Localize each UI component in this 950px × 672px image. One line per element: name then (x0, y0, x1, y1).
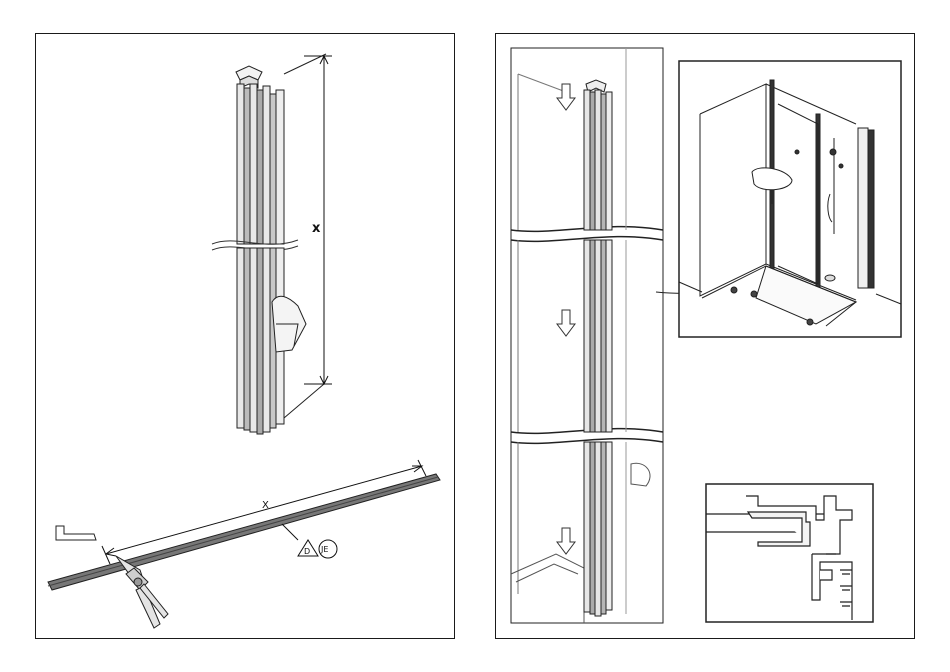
right-panel-drawing (496, 34, 916, 640)
down-arrow-icon (557, 310, 575, 336)
horizontal-dimension (102, 460, 426, 564)
horizontal-profile (48, 474, 440, 590)
callout-circle-label: JE (320, 545, 328, 554)
profile-end-piece (56, 526, 96, 540)
vertical-dimension (304, 56, 332, 384)
shower-cabin-inset (679, 61, 901, 337)
horizontal-dimension-label: X (262, 500, 269, 511)
left-panel-drawing: x X D JE (36, 34, 456, 640)
right-instruction-panel (495, 33, 915, 639)
installed-profile (584, 80, 612, 616)
callout-triangle-label: D (304, 547, 310, 556)
vertical-dimension-label: x (312, 221, 321, 236)
profile-section-inset (706, 484, 873, 622)
clamp-tool (116, 556, 168, 628)
left-instruction-panel: x X D JE (35, 33, 455, 639)
vertical-profile (212, 54, 326, 434)
down-arrow-icon (557, 528, 575, 554)
down-arrow-icon (557, 84, 575, 110)
